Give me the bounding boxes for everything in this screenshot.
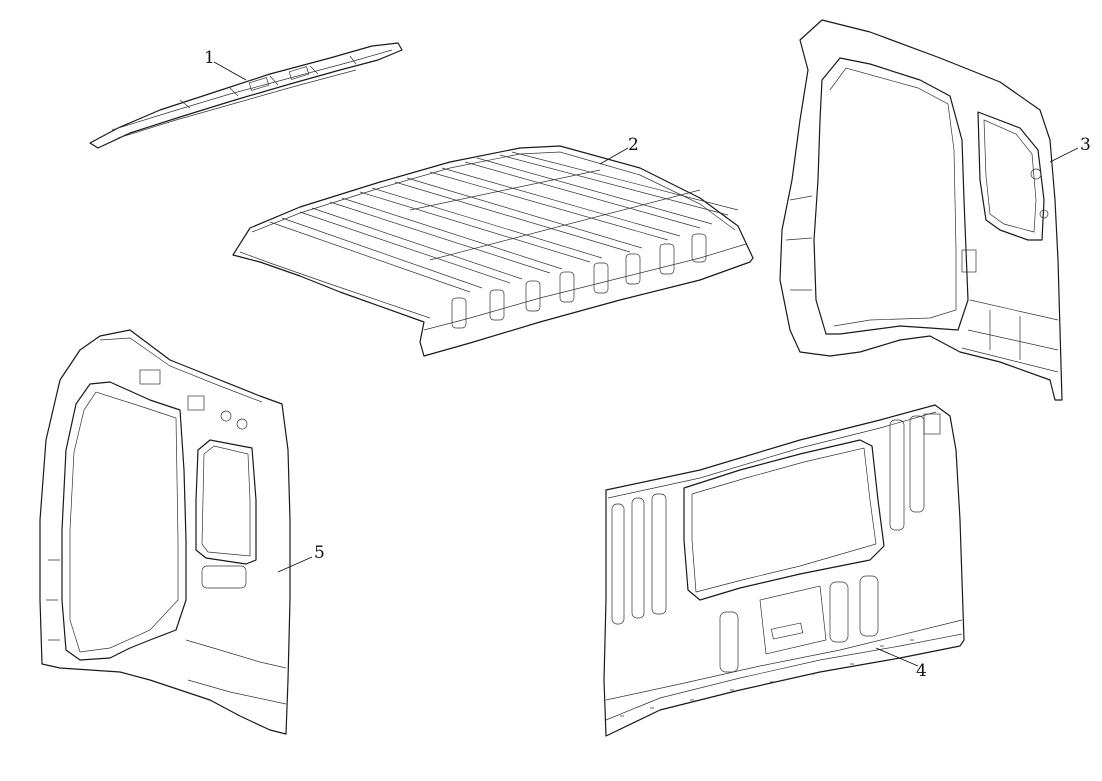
callout-5-label: 5 [314,543,325,563]
callout-4: 4 [875,647,927,681]
callout-3: 3 [1049,135,1091,163]
callout-4-label: 4 [916,661,927,681]
part-3-side-panel [779,19,1063,401]
callout-1-label: 1 [204,48,215,68]
callout-2-label: 2 [628,135,639,155]
part-5-side-panel [39,329,291,735]
roof-ribs [269,151,739,293]
roof-rib-pockets [451,233,707,329]
side-panel-stiffeners [611,415,925,673]
part-4-side-panel-long [603,404,965,737]
callout-1: 1 [204,48,247,81]
callout-3-label: 3 [1080,135,1091,155]
callout-2: 2 [599,135,639,165]
callout-5: 5 [277,543,325,573]
part-2-roof-panel [232,145,754,357]
part-1-roof-header-rail [89,42,403,149]
